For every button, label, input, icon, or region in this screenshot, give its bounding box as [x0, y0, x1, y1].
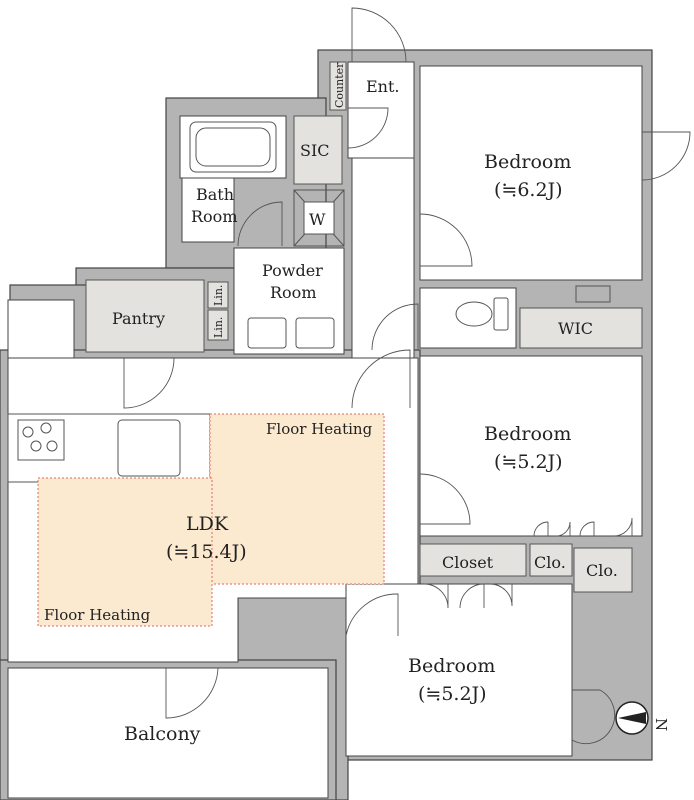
sic-label: SIC [300, 141, 330, 160]
bath-label-line1: Bath [196, 185, 234, 204]
compass: N [615, 701, 670, 735]
closet-label: Closet [442, 553, 494, 572]
bedroom-1-name: Bedroom [484, 151, 571, 173]
bedroom-2-name: Bedroom [484, 423, 571, 445]
pantry-label: Pantry [112, 309, 165, 328]
wic-label: WIC [558, 319, 593, 338]
linen-label-2: Lin. [212, 317, 225, 338]
room-labels: Ent. Counter SIC Bath Room W Powder Room… [44, 62, 618, 745]
linen-label-1: Lin. [212, 285, 225, 306]
balcony-label: Balcony [124, 723, 201, 745]
closet-small-label-2: Clo. [586, 561, 618, 580]
ldk-name: LDK [186, 513, 229, 535]
floor-heating-label-2: Floor Heating [44, 606, 151, 624]
compass-north-label: N [652, 718, 670, 731]
doors [123, 7, 691, 745]
bedroom-3-name: Bedroom [408, 655, 495, 677]
bedroom-2-size: (≒5.2J) [494, 451, 563, 473]
floor-heating-zones [37, 413, 385, 627]
powder-room-label-line1: Powder [262, 261, 323, 280]
closet-small-label-1: Clo. [534, 553, 566, 572]
powder-room-label-line2: Room [270, 283, 316, 302]
washer-label: W [309, 210, 326, 229]
floor-heating-label-1: Floor Heating [266, 420, 373, 438]
bath-label-line2: Room [191, 207, 237, 226]
storage [85, 61, 643, 593]
bedroom-3-size: (≒5.2J) [418, 683, 487, 705]
bedroom-1-size: (≒6.2J) [494, 179, 563, 201]
entrance-label: Ent. [366, 77, 400, 96]
ldk-size: (≒15.4J) [166, 541, 247, 563]
counter-label: Counter [333, 62, 346, 108]
